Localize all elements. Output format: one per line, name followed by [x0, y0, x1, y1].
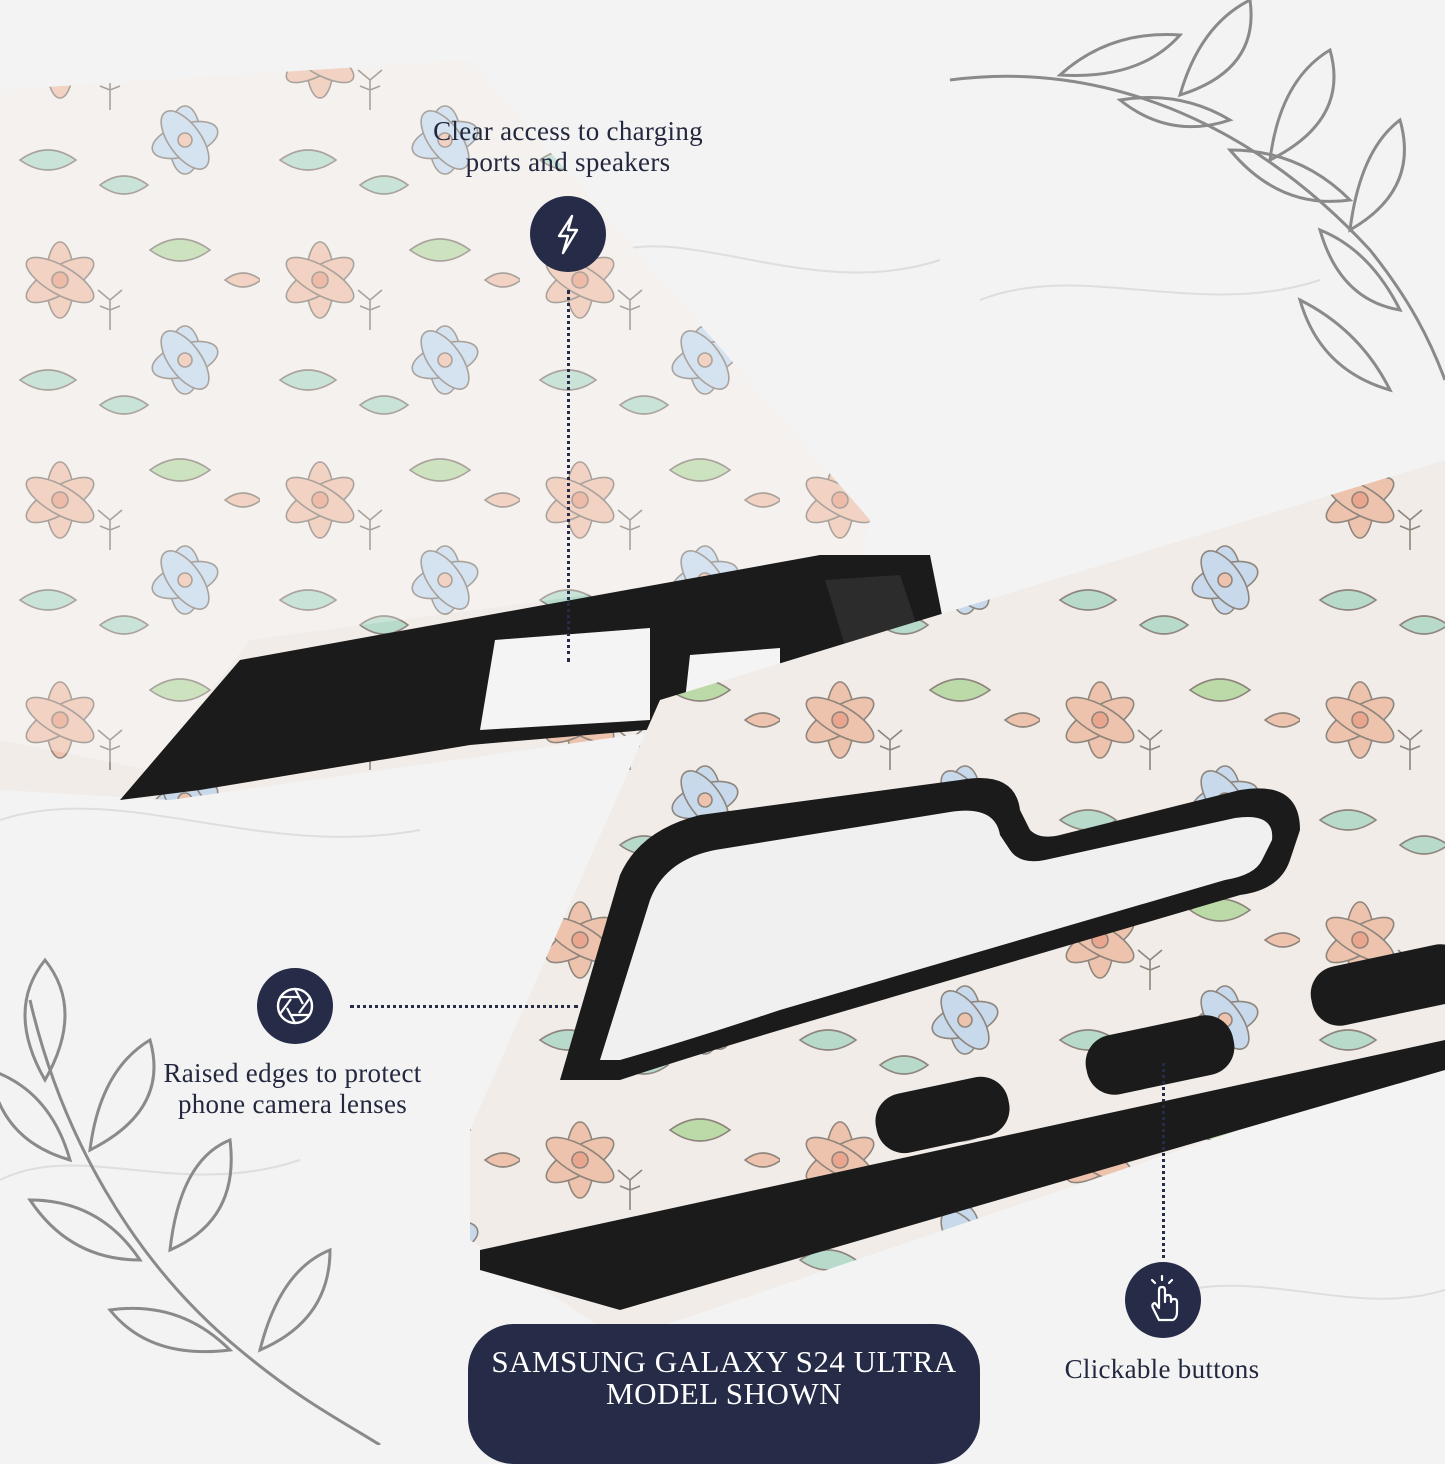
- camera-cutout-opening: [600, 810, 1273, 1060]
- side-button-3: [1310, 944, 1445, 1026]
- ports-callout-line1: Clear access to charging: [433, 116, 703, 146]
- ports-callout-line2: ports and speakers: [465, 147, 671, 177]
- model-banner-line2: MODEL SHOWN: [606, 1376, 842, 1411]
- edges-callout-connector: [350, 1005, 578, 1008]
- side-button-2: [1085, 1015, 1235, 1095]
- model-banner: SAMSUNG GALAXY S24 ULTRA MODEL SHOWN: [468, 1324, 980, 1464]
- charging-port-cutout: [480, 628, 650, 730]
- finger-tap-icon: [1125, 1262, 1201, 1338]
- leaf-sprig-bottom-left: [0, 957, 381, 1445]
- lightning-bolt-icon: [530, 196, 606, 272]
- buttons-callout-connector: [1162, 1063, 1165, 1258]
- model-banner-line1: SAMSUNG GALAXY S24 ULTRA: [491, 1344, 957, 1379]
- edges-callout-line2: phone camera lenses: [177, 1089, 408, 1119]
- camera-aperture-icon: [257, 968, 333, 1044]
- edges-callout-line1: Raised edges to protect: [163, 1058, 422, 1088]
- buttons-callout-label: Clickable buttons: [1064, 1354, 1260, 1384]
- ports-callout-text: Clear access to charging ports and speak…: [398, 116, 738, 178]
- side-button-1: [875, 1076, 1010, 1154]
- ports-callout-connector: [567, 290, 570, 662]
- edges-callout-text: Raised edges to protect phone camera len…: [140, 1058, 445, 1120]
- case-back-view: [470, 460, 1445, 1340]
- leaf-sprig-top-right: [949, 0, 1445, 393]
- buttons-callout-text: Clickable buttons: [1028, 1354, 1296, 1385]
